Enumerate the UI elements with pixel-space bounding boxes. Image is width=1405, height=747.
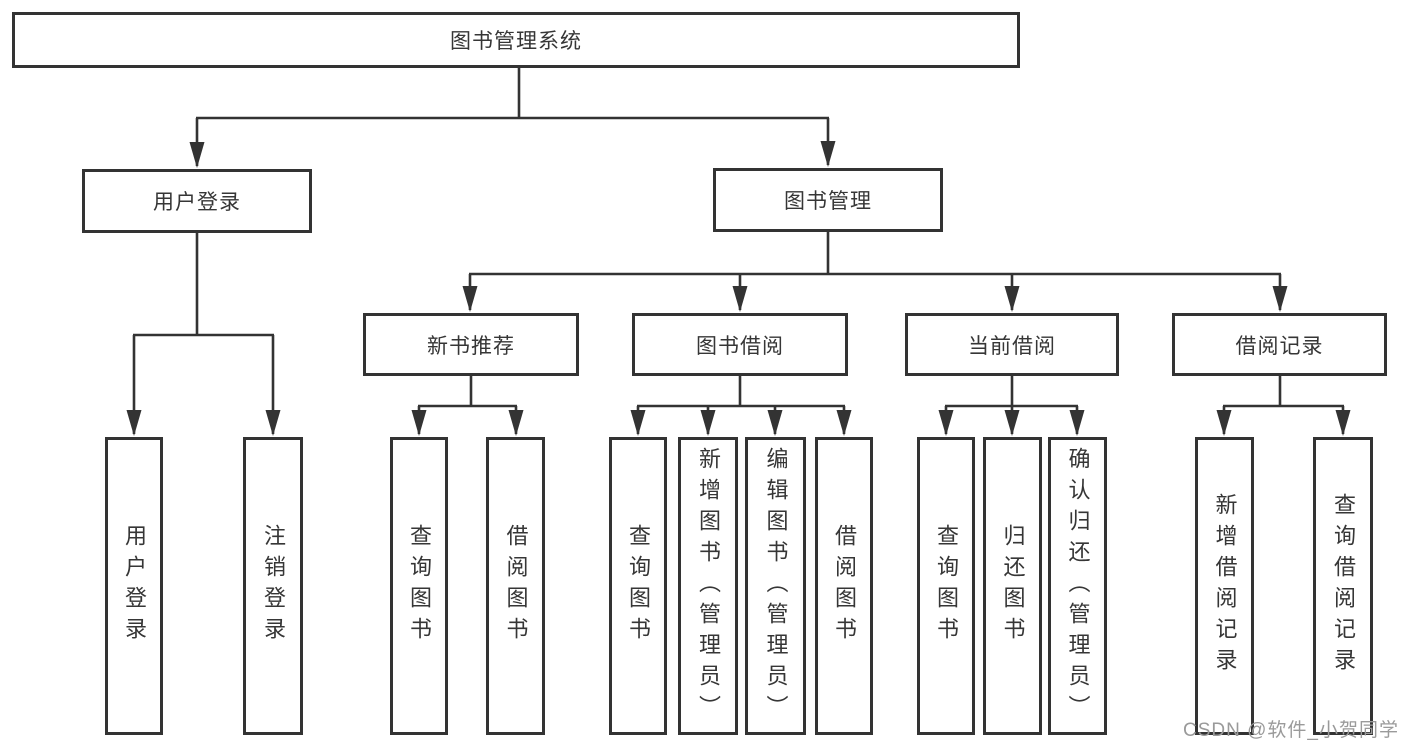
leaf-query-borrow-record: 查询借阅记录 [1313, 437, 1373, 735]
node-borrowing-records: 借阅记录 [1172, 313, 1387, 376]
leaf-edit-book-admin: 编辑图书（管理员） [745, 437, 806, 735]
node-root-library-system: 图书管理系统 [12, 12, 1020, 68]
leaf-query-book-borrowing: 查询图书 [609, 437, 667, 735]
leaf-add-book-admin: 新增图书（管理员） [678, 437, 738, 735]
node-book-management: 图书管理 [713, 168, 943, 232]
leaf-borrow-book-borrowing: 借阅图书 [815, 437, 873, 735]
leaf-query-book-current: 查询图书 [917, 437, 975, 735]
leaf-user-login: 用户登录 [105, 437, 163, 735]
node-user-login: 用户登录 [82, 169, 312, 233]
node-book-borrowing: 图书借阅 [632, 313, 848, 376]
leaf-borrow-book-recommend: 借阅图书 [486, 437, 545, 735]
node-current-borrowing: 当前借阅 [905, 313, 1119, 376]
leaf-query-book-recommend: 查询图书 [390, 437, 448, 735]
leaf-return-book: 归还图书 [983, 437, 1042, 735]
leaf-add-borrow-record: 新增借阅记录 [1195, 437, 1254, 735]
node-new-book-recommend: 新书推荐 [363, 313, 579, 376]
csdn-watermark: CSDN @软件_小贺同学 [1183, 720, 1399, 741]
leaf-confirm-return-admin: 确认归还（管理员） [1048, 437, 1107, 735]
leaf-logout: 注销登录 [243, 437, 303, 735]
